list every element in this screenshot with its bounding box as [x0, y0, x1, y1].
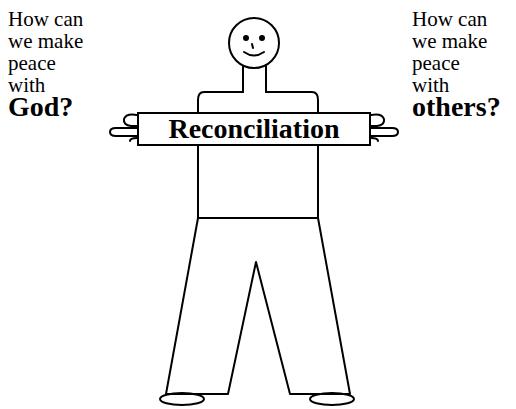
pointing-hand [110, 115, 137, 142]
shoulders [198, 92, 318, 113]
question-keyword: God? [8, 92, 73, 122]
smile [244, 52, 264, 56]
torso [198, 141, 318, 218]
eye [244, 36, 248, 40]
nose [252, 44, 253, 48]
reconciliation-band: Reconciliation [137, 112, 371, 146]
neck [243, 66, 266, 92]
pointing-hand [371, 115, 398, 142]
question-text: How can we make peace with [412, 8, 496, 96]
question-keyword: others? [412, 92, 501, 122]
eye [260, 36, 264, 40]
foot [160, 393, 204, 405]
band-title: Reconciliation [168, 114, 339, 144]
foot [310, 393, 354, 405]
question-text: How can we make peace with [8, 8, 92, 96]
head [229, 18, 279, 68]
legs [166, 218, 350, 394]
